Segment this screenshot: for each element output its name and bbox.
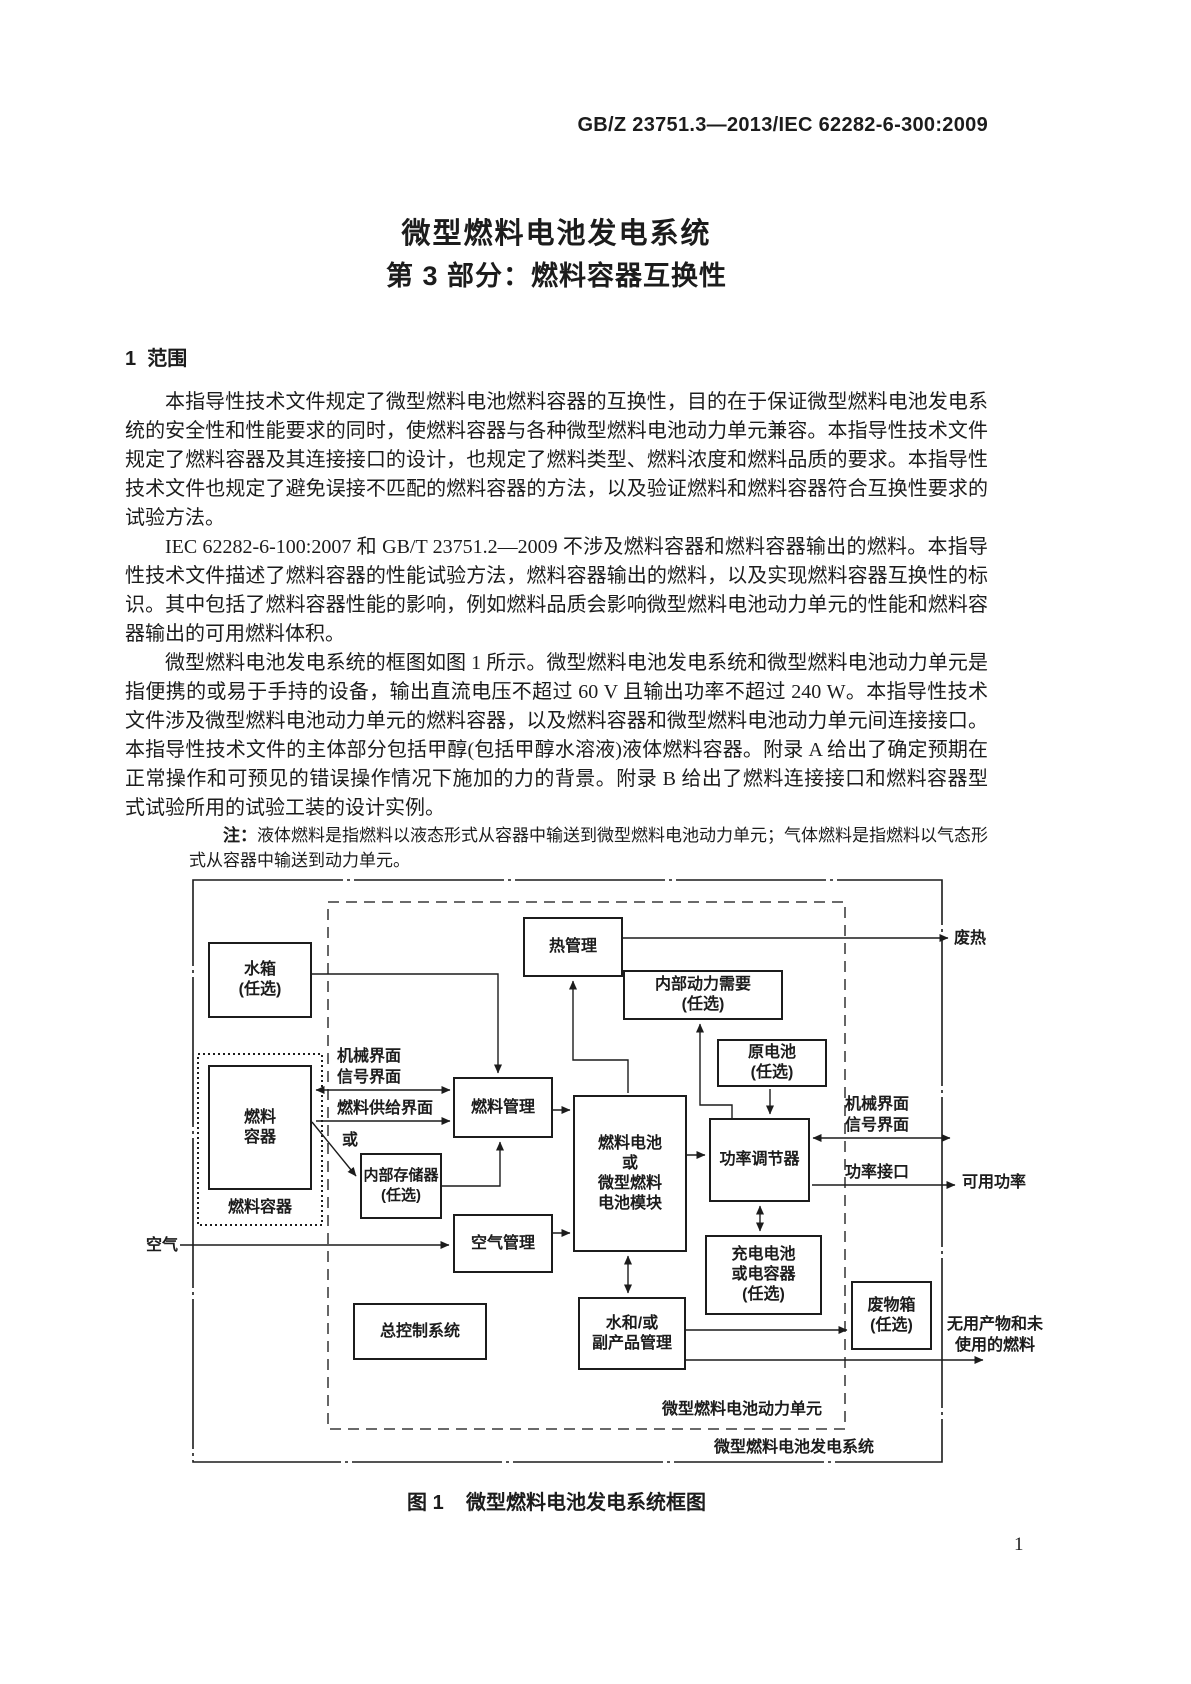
page-title-line2: 第 3 部分：燃料容器互换性 <box>385 261 728 291</box>
note-text: 液体燃料是指燃料以液态形式从容器中输送到微型燃料电池动力单元；气体燃料是指燃料以… <box>189 826 988 870</box>
label-fuel-container-group: 燃料容器 <box>227 1199 292 1216</box>
box-rechargeable-battery: 充电电池 或电容器 (任选) <box>705 1235 822 1315</box>
box-fuel-container: 燃料 容器 <box>208 1065 312 1190</box>
figure-caption: 图 1 微型燃料电池发电系统框图 <box>407 1492 706 1514</box>
box-air-management: 空气管理 <box>453 1214 553 1273</box>
label-power-unit: 微型燃料电池动力单元 <box>662 1401 823 1418</box>
page-title-line1: 微型燃料电池发电系统 <box>401 218 712 250</box>
box-waste-box: 废物箱 (任选) <box>851 1281 932 1350</box>
label-power-interface: 功率接口 <box>845 1164 910 1181</box>
paragraph-3: 微型燃料电池发电系统的框图如图 1 所示。微型燃料电池发电系统和微型燃料电池动力… <box>125 652 988 819</box>
box-primary-battery: 原电池 (任选) <box>717 1039 827 1087</box>
line-fuelcell-to-thermal <box>569 980 629 1093</box>
box-water-byproduct: 水和/或 副产品管理 <box>578 1297 686 1370</box>
box-internal-storage: 内部存储器 (任选) <box>360 1153 442 1219</box>
fuel-container-group-box <box>197 1053 323 1226</box>
box-fuel-cell-module: 燃料电池 或 微型燃料 电池模块 <box>573 1095 687 1252</box>
line-watertank-to-fuelmgmt <box>312 973 502 1074</box>
box-fuel-management: 燃料管理 <box>453 1077 553 1138</box>
label-air-input: 空气 <box>146 1237 179 1254</box>
doc-number: GB/Z 23751.3—2013/IEC 62282-6-300:2009 <box>577 114 988 136</box>
box-internal-power-needs: 内部动力需要 (任选) <box>623 970 783 1020</box>
label-unused-output: 无用产物和未 使用的燃料 <box>946 1316 1043 1354</box>
note-label: 注： <box>223 826 257 845</box>
label-or: 或 <box>342 1132 359 1149</box>
paragraph-2: IEC 62282-6-100:2007 和 GB/T 23751.2—2009… <box>125 536 988 645</box>
line-or-internal-storage <box>311 1121 357 1177</box>
label-fuel-supply: 燃料供给界面 <box>337 1100 434 1117</box>
label-usable-power: 可用功率 <box>962 1174 1027 1191</box>
note: 注：液体燃料是指燃料以液态形式从容器中输送到微型燃料电池动力单元；气体燃料是指燃… <box>125 823 988 873</box>
body-text: 本指导性技术文件规定了微型燃料电池燃料容器的互换性，目的在于保证微型燃料电池发电… <box>125 388 988 873</box>
label-power-system: 微型燃料电池发电系统 <box>714 1439 875 1456</box>
box-thermal-management: 热管理 <box>523 917 623 977</box>
system-boundary-box <box>192 879 943 1463</box>
box-power-conditioner: 功率调节器 <box>709 1118 810 1202</box>
label-mech-signal-left: 机械界面 信号界面 <box>337 1048 402 1086</box>
label-mech-signal-right: 机械界面 信号界面 <box>845 1096 910 1134</box>
section-heading: 1 范围 <box>125 348 188 370</box>
line-conditioner-to-internalpower <box>696 1023 733 1118</box>
box-master-control: 总控制系统 <box>353 1303 487 1360</box>
power-unit-boundary-box <box>327 901 846 1430</box>
paragraph-1: 本指导性技术文件规定了微型燃料电池燃料容器的互换性，目的在于保证微型燃料电池发电… <box>125 391 988 529</box>
box-water-tank: 水箱 (任选) <box>208 942 312 1018</box>
page-number: 1 <box>1014 1534 1024 1555</box>
line-storage-to-fuelmgmt <box>442 1141 504 1187</box>
label-waste-heat: 废热 <box>954 930 987 947</box>
